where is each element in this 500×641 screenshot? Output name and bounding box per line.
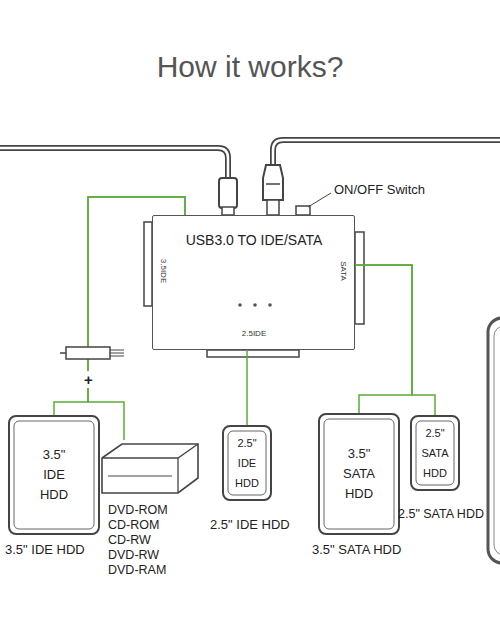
adapter-box: USB3.0 TO IDE/SATA 3.5IDE SATA 2.5IDE bbox=[152, 215, 355, 350]
ide-25-port bbox=[207, 350, 299, 357]
hard-drive: 3.5" SATA HDD3.5" SATA HDD bbox=[318, 413, 400, 535]
cable-connector bbox=[88, 197, 185, 440]
partial-device-inner bbox=[494, 326, 500, 555]
drive-caption: 2.5" IDE HDD bbox=[210, 517, 290, 533]
drive-face: 2.5" SATA HDD bbox=[410, 415, 460, 491]
port-label: 3.5IDE bbox=[158, 259, 168, 283]
drive-inner-label: 2.5" SATA HDD bbox=[418, 423, 452, 483]
drive-caption: 2.5" SATA HDD bbox=[398, 507, 484, 522]
adapter-name: USB3.0 TO IDE/SATA bbox=[186, 232, 323, 249]
drive-caption: 3.5" IDE HDD bbox=[5, 542, 85, 558]
drive-face: 3.5" IDE HDD bbox=[8, 415, 100, 535]
status-leds bbox=[238, 303, 272, 307]
usb-plug-tip bbox=[222, 207, 234, 215]
drive-inner-label: 2.5" IDE HDD bbox=[232, 433, 262, 493]
drive-face: 2.5" IDE HDD bbox=[222, 425, 272, 501]
plus-sign: + bbox=[82, 371, 95, 388]
usb-cable bbox=[0, 148, 228, 180]
drive-inner-label: 3.5" IDE HDD bbox=[36, 445, 72, 505]
hard-drive: 2.5" IDE HDD2.5" IDE HDD bbox=[222, 425, 272, 501]
media-list: DVD-ROM CD-ROM CD-RW DVD-RW DVD-RAM bbox=[108, 503, 180, 578]
title: How it works? bbox=[0, 50, 500, 84]
port-label: 2.5IDE bbox=[242, 329, 266, 339]
cable-connector bbox=[355, 265, 435, 415]
on-off-switch bbox=[296, 206, 310, 215]
cable-connector bbox=[54, 197, 185, 415]
cable-connector bbox=[355, 265, 412, 413]
hard-drive: 2.5" SATA HDD2.5" SATA HDD bbox=[410, 415, 460, 491]
optical-drive: DVD-ROM CD-ROM CD-RW DVD-RW DVD-RAM bbox=[100, 440, 200, 495]
power-plug bbox=[263, 165, 283, 200]
cable-connector bbox=[246, 350, 248, 425]
switch-leader bbox=[308, 193, 331, 207]
power-plug-tip bbox=[267, 200, 279, 215]
partial-device bbox=[488, 318, 500, 563]
power-plug-ridge bbox=[266, 183, 280, 185]
power-cable bbox=[273, 140, 500, 166]
drive-outline bbox=[100, 440, 200, 495]
drive-inner-label: 3.5" SATA HDD bbox=[341, 444, 377, 504]
switch-label: ON/OFF Switch bbox=[334, 182, 425, 197]
ide-35-port bbox=[144, 222, 152, 306]
sata-port bbox=[355, 232, 364, 324]
usb-plug bbox=[219, 178, 237, 208]
molex-power-connector bbox=[60, 347, 124, 359]
hard-drive: 3.5" IDE HDD3.5" IDE HDD bbox=[8, 415, 100, 535]
drive-caption: 3.5" SATA HDD bbox=[312, 542, 401, 558]
drive-face: 3.5" SATA HDD bbox=[318, 413, 400, 535]
port-label: SATA bbox=[338, 261, 348, 281]
